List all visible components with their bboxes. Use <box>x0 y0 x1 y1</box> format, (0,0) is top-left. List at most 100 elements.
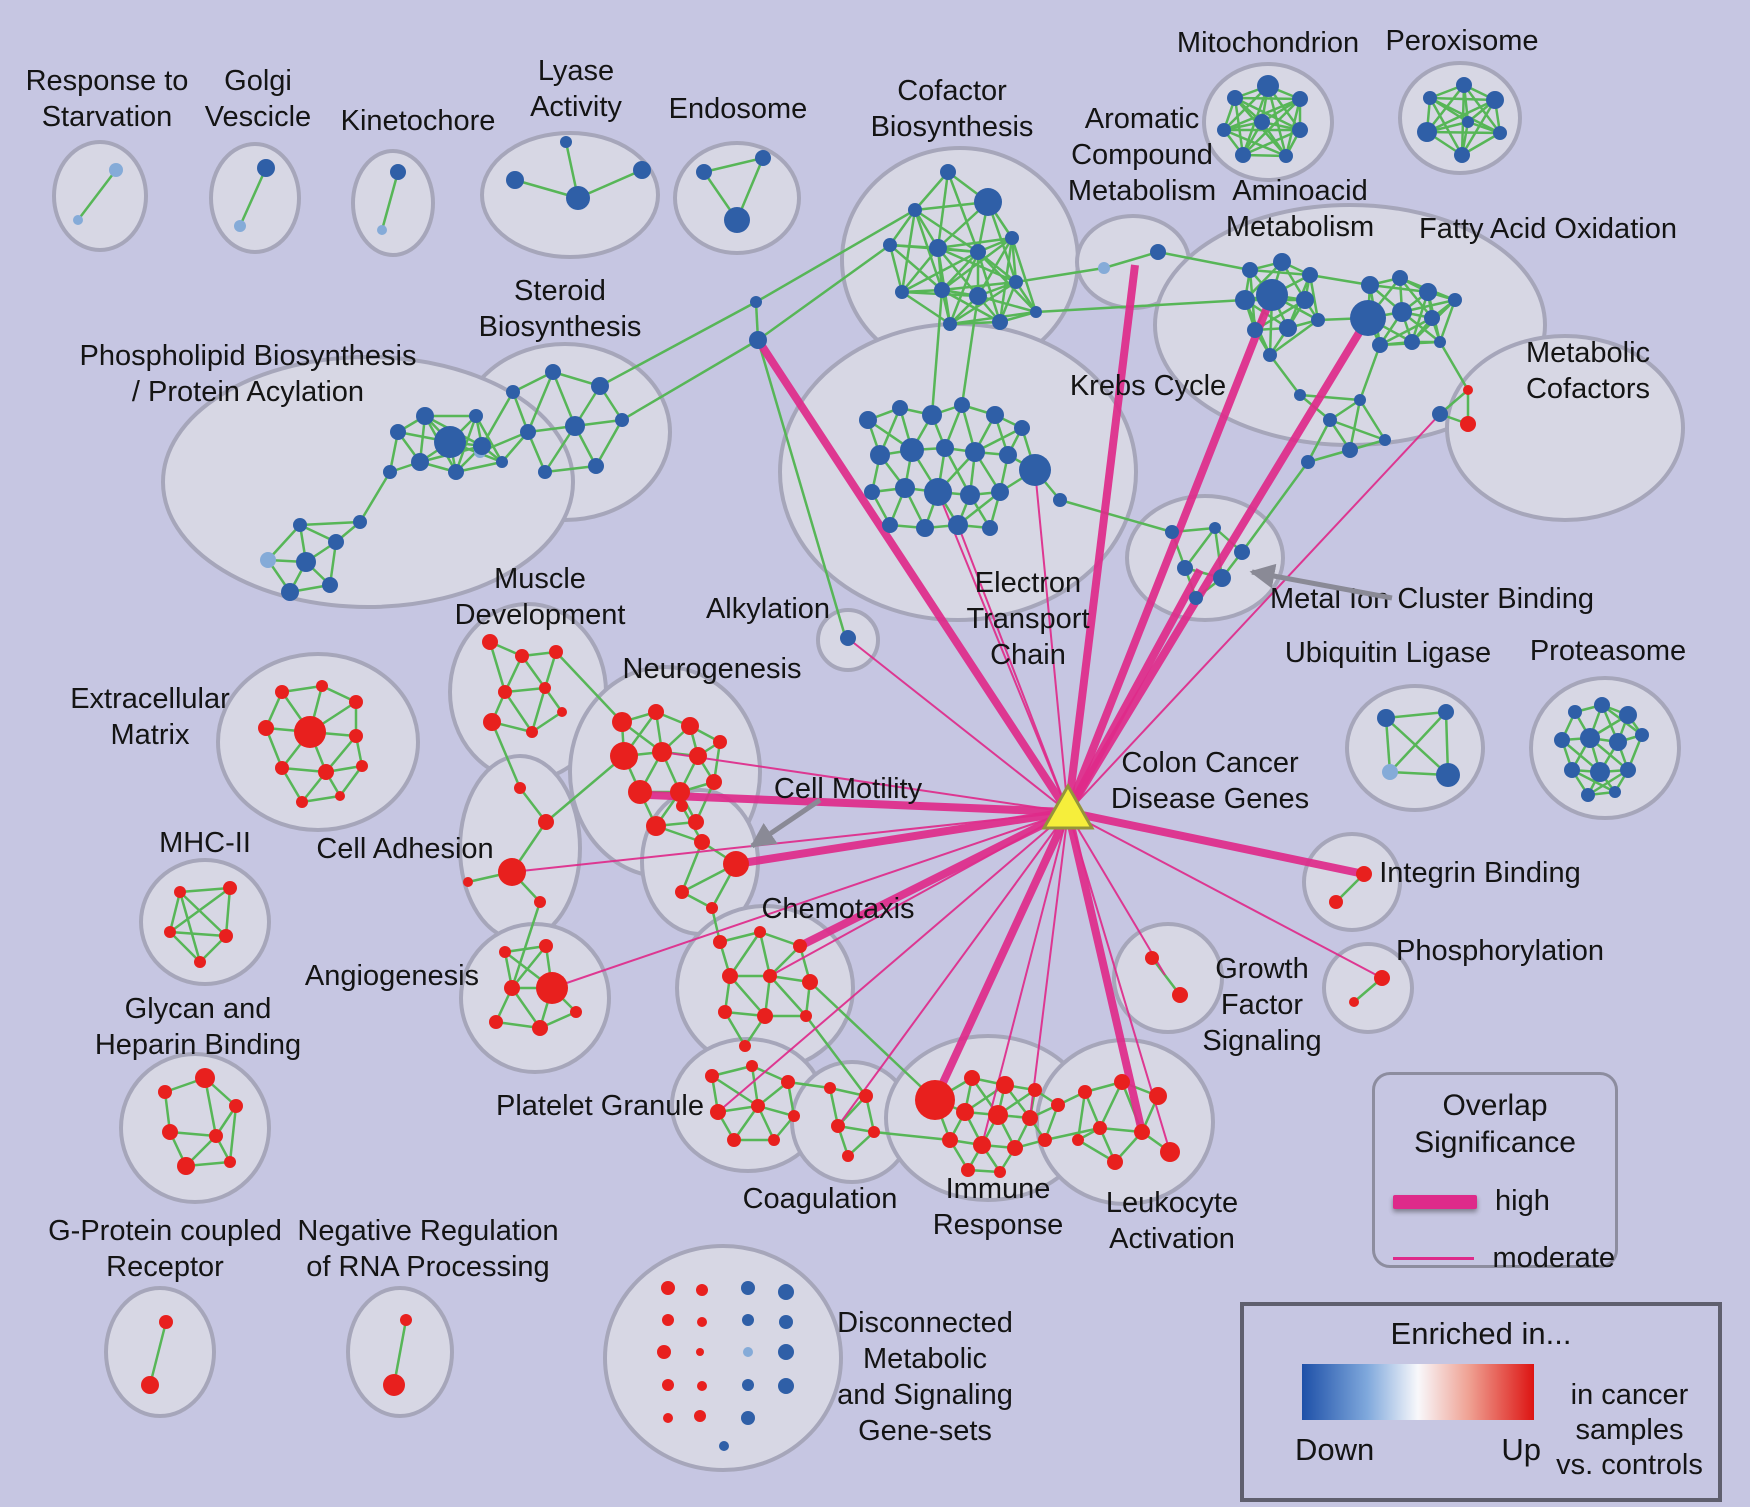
gene-set-node[interactable] <box>322 577 338 593</box>
gene-set-node[interactable] <box>940 164 956 180</box>
gene-set-node[interactable] <box>612 712 632 732</box>
gene-set-node[interactable] <box>1377 709 1395 727</box>
gene-set-node[interactable] <box>859 1089 873 1103</box>
gene-set-node[interactable] <box>1165 525 1179 539</box>
gene-set-node[interactable] <box>515 649 529 663</box>
gene-set-node[interactable] <box>840 630 856 646</box>
gene-set-node[interactable] <box>1436 763 1460 787</box>
gene-set-node[interactable] <box>697 1381 707 1391</box>
gene-set-node[interactable] <box>1424 310 1440 326</box>
gene-set-node[interactable] <box>316 680 328 692</box>
gene-set-node[interactable] <box>1273 253 1291 271</box>
gene-set-node[interactable] <box>109 163 123 177</box>
gene-set-node[interactable] <box>779 1315 793 1329</box>
gene-set-node[interactable] <box>1093 1121 1107 1135</box>
gene-set-node[interactable] <box>706 902 718 914</box>
gene-set-node[interactable] <box>174 886 186 898</box>
gene-set-node[interactable] <box>539 939 553 953</box>
gene-set-node[interactable] <box>1620 762 1636 778</box>
gene-set-node[interactable] <box>1423 91 1437 105</box>
gene-set-node[interactable] <box>538 465 552 479</box>
gene-set-node[interactable] <box>349 695 363 709</box>
gene-set-node[interactable] <box>778 1378 794 1394</box>
gene-set-node[interactable] <box>1256 279 1288 311</box>
gene-set-node[interactable] <box>489 1015 503 1029</box>
gene-set-node[interactable] <box>895 478 915 498</box>
gene-set-node[interactable] <box>723 851 749 877</box>
gene-set-node[interactable] <box>158 1085 172 1099</box>
gene-set-node[interactable] <box>802 974 818 990</box>
gene-set-node[interactable] <box>1213 569 1231 587</box>
gene-set-node[interactable] <box>1242 262 1258 278</box>
gene-set-node[interactable] <box>194 956 206 968</box>
gene-set-node[interactable] <box>275 685 289 699</box>
gene-set-node[interactable] <box>970 244 986 260</box>
gene-set-node[interactable] <box>1463 385 1473 395</box>
gene-set-node[interactable] <box>1392 302 1412 322</box>
gene-set-node[interactable] <box>234 220 246 232</box>
gene-set-node[interactable] <box>1372 337 1388 353</box>
gene-set-node[interactable] <box>662 1314 674 1326</box>
gene-set-node[interactable] <box>566 186 590 210</box>
gene-set-node[interactable] <box>1107 1154 1123 1170</box>
gene-set-node[interactable] <box>534 896 546 908</box>
gene-set-node[interactable] <box>743 1347 753 1357</box>
gene-set-node[interactable] <box>1374 970 1390 986</box>
gene-set-node[interactable] <box>662 1379 674 1391</box>
gene-set-node[interactable] <box>377 225 387 235</box>
gene-set-node[interactable] <box>223 881 237 895</box>
gene-set-node[interactable] <box>1609 733 1627 751</box>
gene-set-node[interactable] <box>195 1068 215 1088</box>
gene-set-node[interactable] <box>504 980 520 996</box>
gene-set-node[interactable] <box>73 215 83 225</box>
gene-set-node[interactable] <box>991 483 1009 501</box>
gene-set-node[interactable] <box>1349 997 1359 1007</box>
gene-set-node[interactable] <box>960 485 980 505</box>
gene-set-node[interactable] <box>948 515 968 535</box>
gene-set-node[interactable] <box>778 1284 794 1300</box>
gene-set-node[interactable] <box>694 834 710 850</box>
gene-set-node[interactable] <box>705 1069 719 1083</box>
gene-set-node[interactable] <box>1456 77 1472 93</box>
gene-set-node[interactable] <box>496 456 508 468</box>
gene-set-node[interactable] <box>1022 1110 1038 1126</box>
gene-set-node[interactable] <box>628 780 652 804</box>
gene-set-node[interactable] <box>696 164 712 180</box>
gene-set-node[interactable] <box>258 720 274 736</box>
gene-set-node[interactable] <box>257 159 275 177</box>
gene-set-node[interactable] <box>870 445 890 465</box>
gene-set-node[interactable] <box>929 239 947 257</box>
gene-set-node[interactable] <box>560 136 572 148</box>
gene-set-node[interactable] <box>349 729 363 743</box>
gene-set-node[interactable] <box>1254 114 1270 130</box>
gene-set-node[interactable] <box>498 685 512 699</box>
gene-set-node[interactable] <box>915 1080 955 1120</box>
gene-set-node[interactable] <box>1454 147 1470 163</box>
gene-set-node[interactable] <box>1217 123 1231 137</box>
gene-set-node[interactable] <box>1311 313 1325 327</box>
gene-set-node[interactable] <box>739 1040 751 1052</box>
gene-set-node[interactable] <box>499 946 511 958</box>
gene-set-node[interactable] <box>1051 1098 1065 1112</box>
gene-set-node[interactable] <box>1417 122 1437 142</box>
gene-set-node[interactable] <box>1247 322 1263 338</box>
gene-set-node[interactable] <box>1235 290 1255 310</box>
gene-set-node[interactable] <box>1438 704 1454 720</box>
gene-set-node[interactable] <box>742 1379 754 1391</box>
gene-set-node[interactable] <box>713 935 727 949</box>
gene-set-node[interactable] <box>177 1157 195 1175</box>
gene-set-node[interactable] <box>1009 275 1023 289</box>
gene-set-node[interactable] <box>538 814 554 830</box>
gene-set-node[interactable] <box>936 439 954 457</box>
gene-set-node[interactable] <box>469 409 483 423</box>
gene-set-node[interactable] <box>969 287 987 305</box>
gene-set-node[interactable] <box>842 1150 854 1162</box>
gene-set-node[interactable] <box>751 1099 765 1113</box>
gene-set-node[interactable] <box>996 1076 1014 1094</box>
gene-set-node[interactable] <box>141 1376 159 1394</box>
gene-set-node[interactable] <box>652 742 672 762</box>
gene-set-node[interactable] <box>768 1134 780 1146</box>
gene-set-node[interactable] <box>908 203 922 217</box>
gene-set-node[interactable] <box>661 1281 675 1295</box>
gene-set-node[interactable] <box>506 171 524 189</box>
